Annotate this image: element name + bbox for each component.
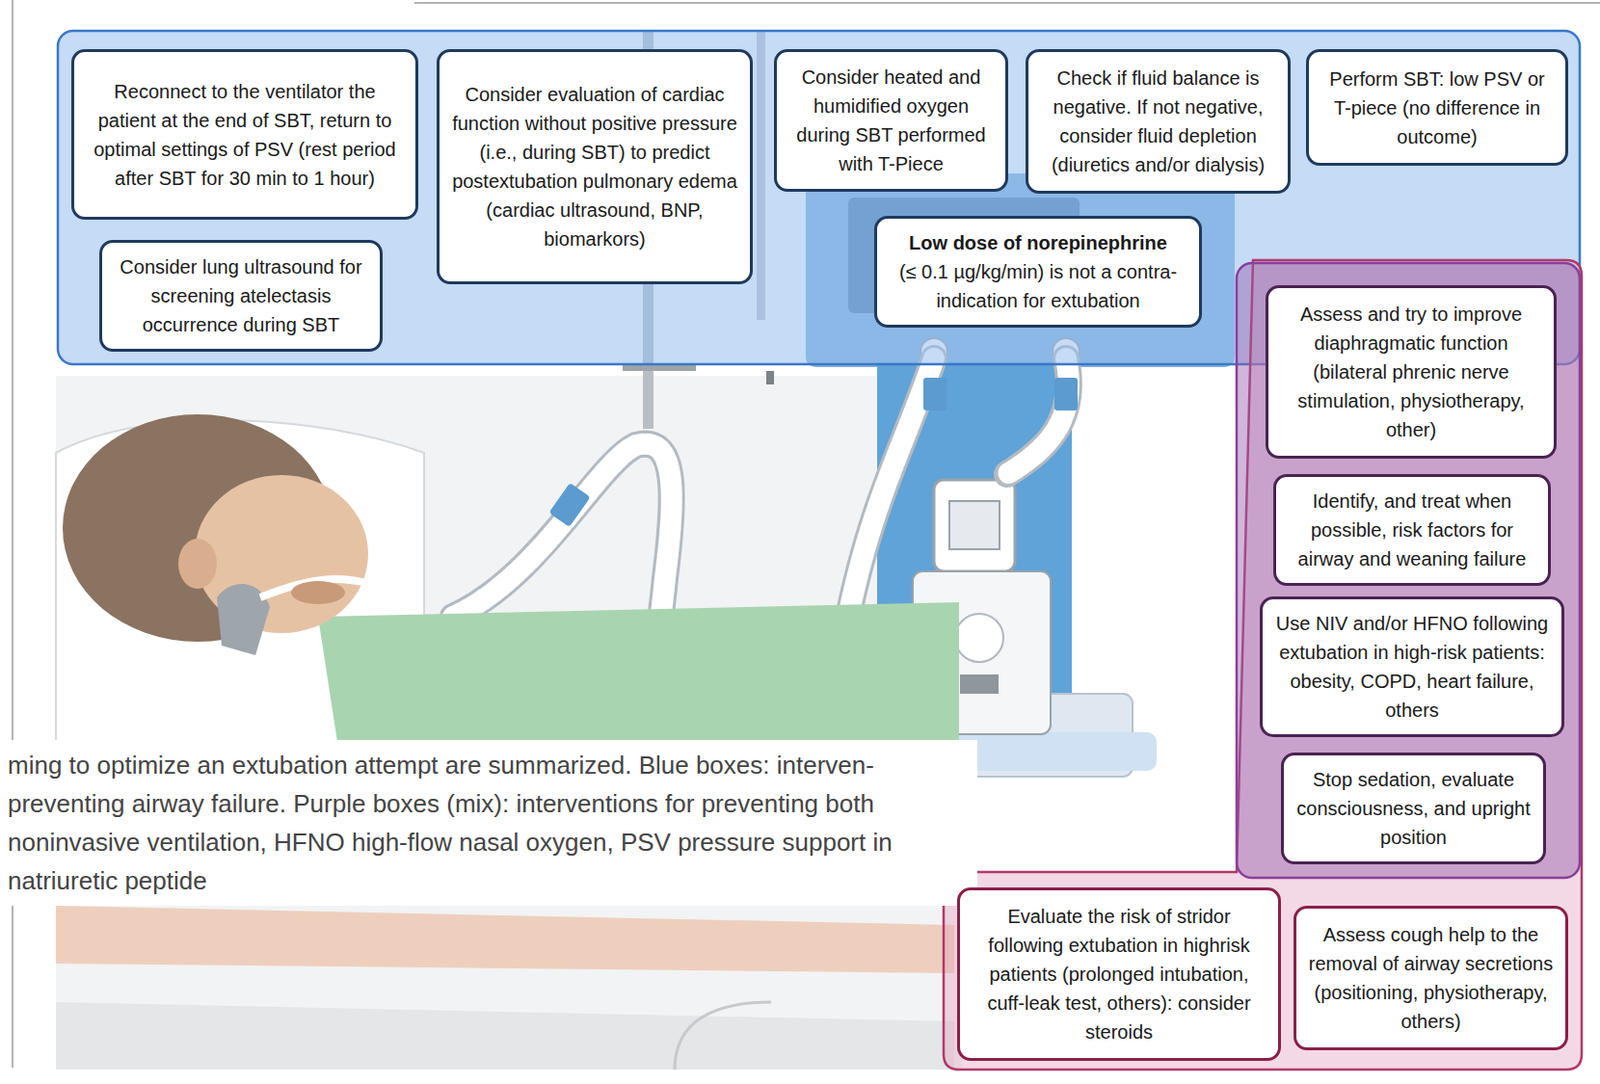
box-text: Consider lung ultrasound for screening a…	[113, 252, 369, 340]
box-text: Stop sedation, evaluate consciousness, a…	[1295, 765, 1532, 853]
box-text: Evaluate the risk of stridor following e…	[971, 902, 1267, 1047]
box-text: Identify, and treat when possible, risk …	[1287, 486, 1537, 574]
box-text: Assess cough help to the removal of airw…	[1307, 920, 1554, 1037]
tube	[1007, 358, 1069, 475]
intervention-box: Consider heated and humidified oxygen du…	[773, 49, 1009, 192]
box-text: Reconnect to the ventilator the patient …	[85, 77, 404, 193]
box-text: Perform SBT: low PSV or T-piece (no diff…	[1320, 64, 1554, 152]
humidifier	[933, 480, 1015, 572]
intervention-box: Reconnect to the ventilator the patient …	[71, 49, 419, 220]
box-text: Check if fluid balance is negative. If n…	[1040, 63, 1277, 180]
intervention-box: Perform SBT: low PSV or T-piece (no diff…	[1306, 49, 1569, 166]
display	[960, 674, 999, 694]
weaning-region	[943, 260, 1582, 1070]
box-text: (≤ 0.1 µg/kg/min) is not a contra-indica…	[888, 257, 1188, 316]
tube-connector	[1054, 377, 1078, 411]
tube-connector	[548, 482, 590, 528]
tube-connector	[923, 377, 947, 411]
intervention-box: Assess and try to improve diaphragmatic …	[1265, 285, 1557, 459]
intervention-box: Assess cough help to the removal of airw…	[1293, 906, 1569, 1051]
intervention-box: Identify, and treat when possible, risk …	[1273, 474, 1551, 587]
intervention-box: Check if fluid balance is negative. If n…	[1025, 49, 1291, 194]
intervention-box: Use NIV and/or HFNO following extubation…	[1259, 596, 1565, 738]
page-rule	[11, 0, 14, 1068]
bed-frame	[55, 1002, 955, 1070]
mouth-piece	[291, 581, 346, 605]
intervention-box: Evaluate the risk of stridor following e…	[957, 887, 1281, 1062]
humidifier-chamber	[949, 501, 1000, 550]
figure-caption: ming to optimize an extubation attempt a…	[7, 746, 970, 901]
intervention-box: Consider evaluation of cardiac function …	[436, 49, 753, 285]
caption-panel: ming to optimize an extubation attempt a…	[0, 740, 978, 907]
intervention-box: Low dose of norepinephrine(≤ 0.1 µg/kg/m…	[874, 215, 1202, 328]
box-heading: Low dose of norepinephrine	[908, 228, 1168, 258]
box-text: Consider heated and humidified oxygen du…	[788, 62, 994, 179]
intervention-box: Consider lung ultrasound for screening a…	[99, 240, 383, 352]
intervention-box: Stop sedation, evaluate consciousness, a…	[1280, 752, 1547, 865]
ear	[178, 538, 217, 589]
box-text: Use NIV and/or HFNO following extubation…	[1274, 609, 1550, 725]
box-text: Consider evaluation of cardiac function …	[451, 80, 739, 254]
arm	[55, 906, 955, 974]
bed-ground	[55, 375, 962, 1070]
gown	[318, 602, 960, 743]
tube-outline	[1007, 358, 1069, 475]
page-rule	[414, 1, 1600, 4]
dial	[955, 613, 1004, 663]
box-text: Assess and try to improve diaphragmatic …	[1280, 299, 1543, 445]
pole-clip	[766, 371, 774, 385]
mixed-region	[1236, 263, 1580, 879]
bed-rail	[674, 1002, 772, 1070]
